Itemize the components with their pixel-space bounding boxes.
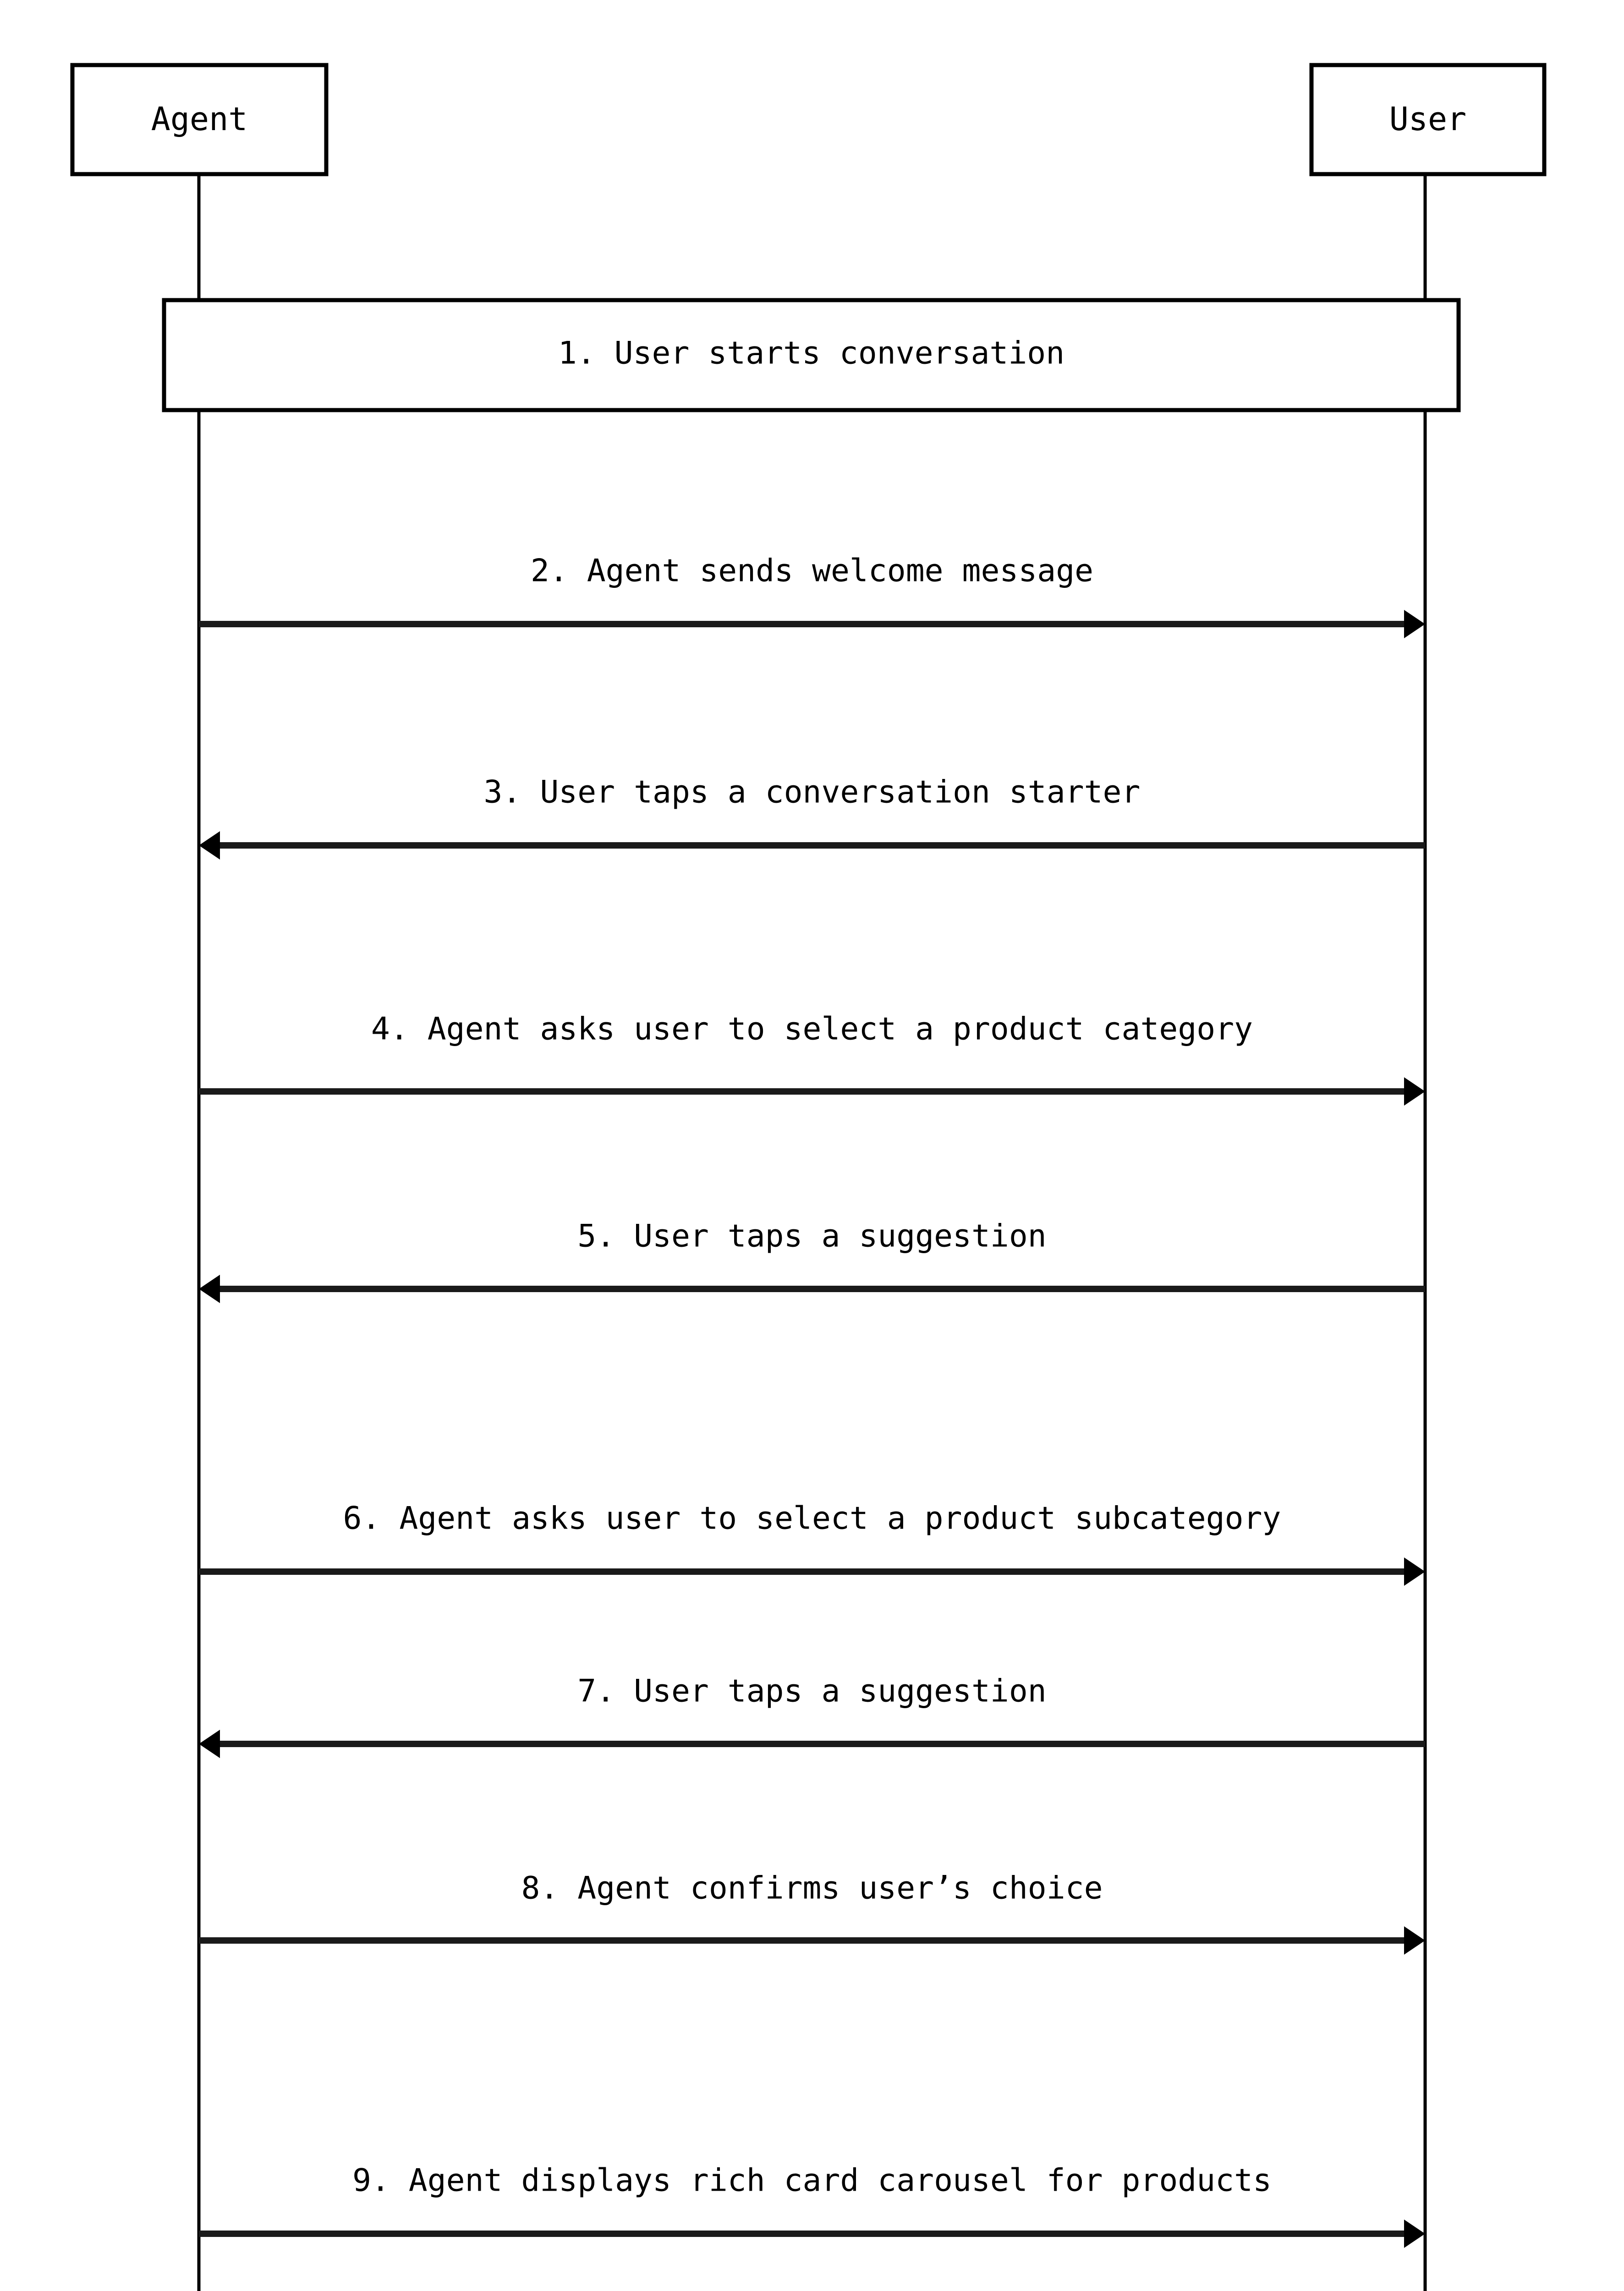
- actor-label-header-user: User: [1389, 100, 1467, 138]
- actor-boxes-layer: [70, 63, 1547, 176]
- message-label-step-9: 9. Agent displays rich card carousel for…: [352, 2163, 1272, 2199]
- message-label-step-2: 2. Agent sends welcome message: [531, 553, 1093, 589]
- actor-box-header-agent[interactable]: [70, 63, 329, 176]
- notes-layer: [162, 298, 1461, 412]
- message-arrowhead-step-9: [1404, 2220, 1425, 2248]
- message-arrowhead-step-3: [199, 831, 220, 860]
- message-arrowhead-step-8: [1404, 1926, 1425, 1955]
- message-arrowhead-step-4: [1404, 1077, 1425, 1106]
- message-arrowhead-step-5: [199, 1275, 220, 1303]
- message-label-step-4: 4. Agent asks user to select a product c…: [371, 1011, 1253, 1047]
- message-arrowhead-step-7: [199, 1730, 220, 1758]
- labels-layer: AgentUserAgentUser1. User starts convers…: [151, 100, 1467, 2199]
- message-label-step-7: 7. User taps a suggestion: [577, 1673, 1047, 1710]
- note-label-step-1: 1. User starts conversation: [558, 335, 1064, 372]
- message-label-step-5: 5. User taps a suggestion: [577, 1218, 1047, 1255]
- message-arrowhead-step-2: [1404, 610, 1425, 638]
- actor-box-header-user[interactable]: [1309, 63, 1547, 176]
- message-label-step-3: 3. User taps a conversation starter: [484, 774, 1141, 811]
- note-box-step-1[interactable]: [162, 298, 1461, 412]
- message-arrowhead-step-6: [1404, 1557, 1425, 1586]
- message-label-step-6: 6. Agent asks user to select a product s…: [343, 1501, 1281, 1537]
- messages-layer: [199, 610, 1425, 2248]
- lifelines-layer: [197, 174, 1427, 2291]
- actor-label-header-agent: Agent: [151, 100, 248, 138]
- message-label-step-8: 8. Agent confirms user’s choice: [521, 1870, 1103, 1907]
